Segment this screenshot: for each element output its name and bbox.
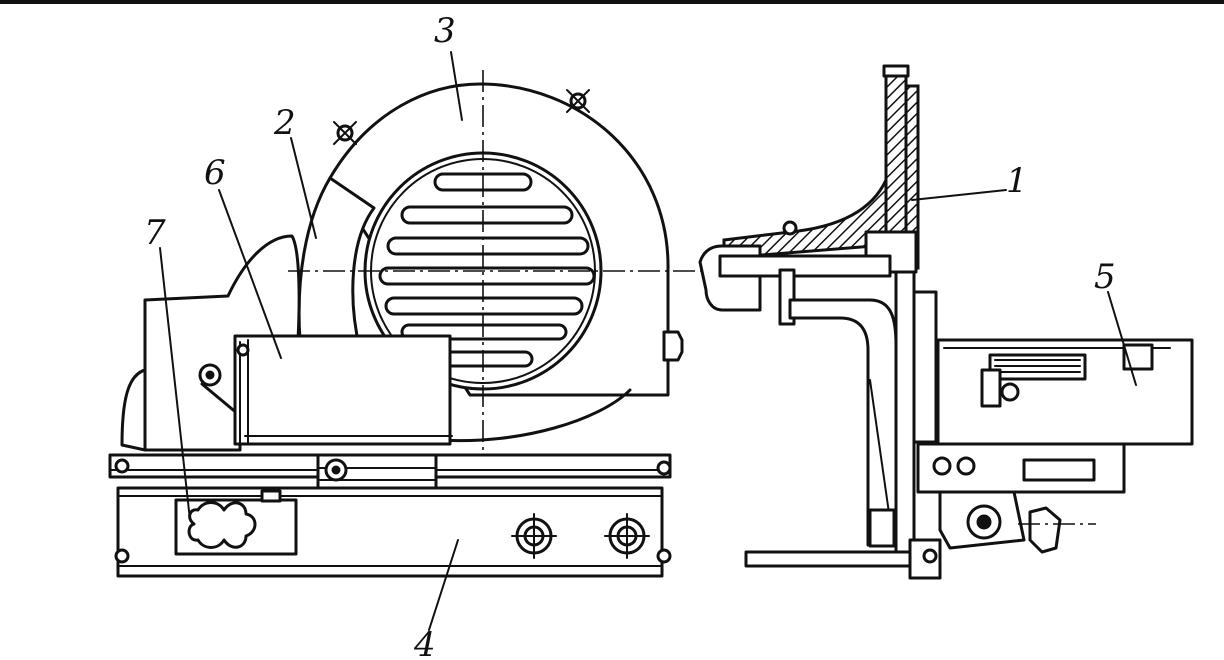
callout-6: 6 [204, 153, 226, 193]
blade-slots [378, 172, 596, 368]
side-view [698, 64, 1194, 580]
guard-bolt-right [566, 89, 590, 113]
callout-4: 4 [413, 625, 436, 660]
switch-knob [187, 501, 257, 549]
leader-lines [159, 51, 1137, 631]
side-plate [297, 176, 376, 352]
guard-knob [662, 330, 684, 362]
callout-2: 2 [273, 103, 296, 143]
leader-1 [911, 189, 1007, 201]
hub-section [722, 179, 888, 260]
leader-6 [218, 189, 282, 359]
leader-3 [450, 51, 463, 121]
food-carriage [233, 334, 452, 446]
leader-4 [428, 539, 459, 631]
leader-7 [159, 247, 191, 521]
base-screw-right [604, 513, 650, 559]
adjust-knob [1028, 506, 1062, 554]
guard-bolt-left [333, 121, 357, 145]
callout-3: 3 [434, 11, 456, 51]
leader-2 [290, 137, 317, 239]
side-base [744, 550, 912, 568]
callout-7: 7 [144, 213, 166, 253]
callout-1: 1 [1006, 161, 1028, 201]
leader-5 [1107, 291, 1137, 386]
lower-arc [438, 388, 632, 443]
base-screw-left [511, 513, 557, 559]
side-frame [788, 298, 898, 547]
front-view [108, 70, 720, 578]
pivot-link [200, 382, 240, 416]
callout-5: 5 [1094, 257, 1116, 297]
housing-rear [120, 368, 147, 452]
